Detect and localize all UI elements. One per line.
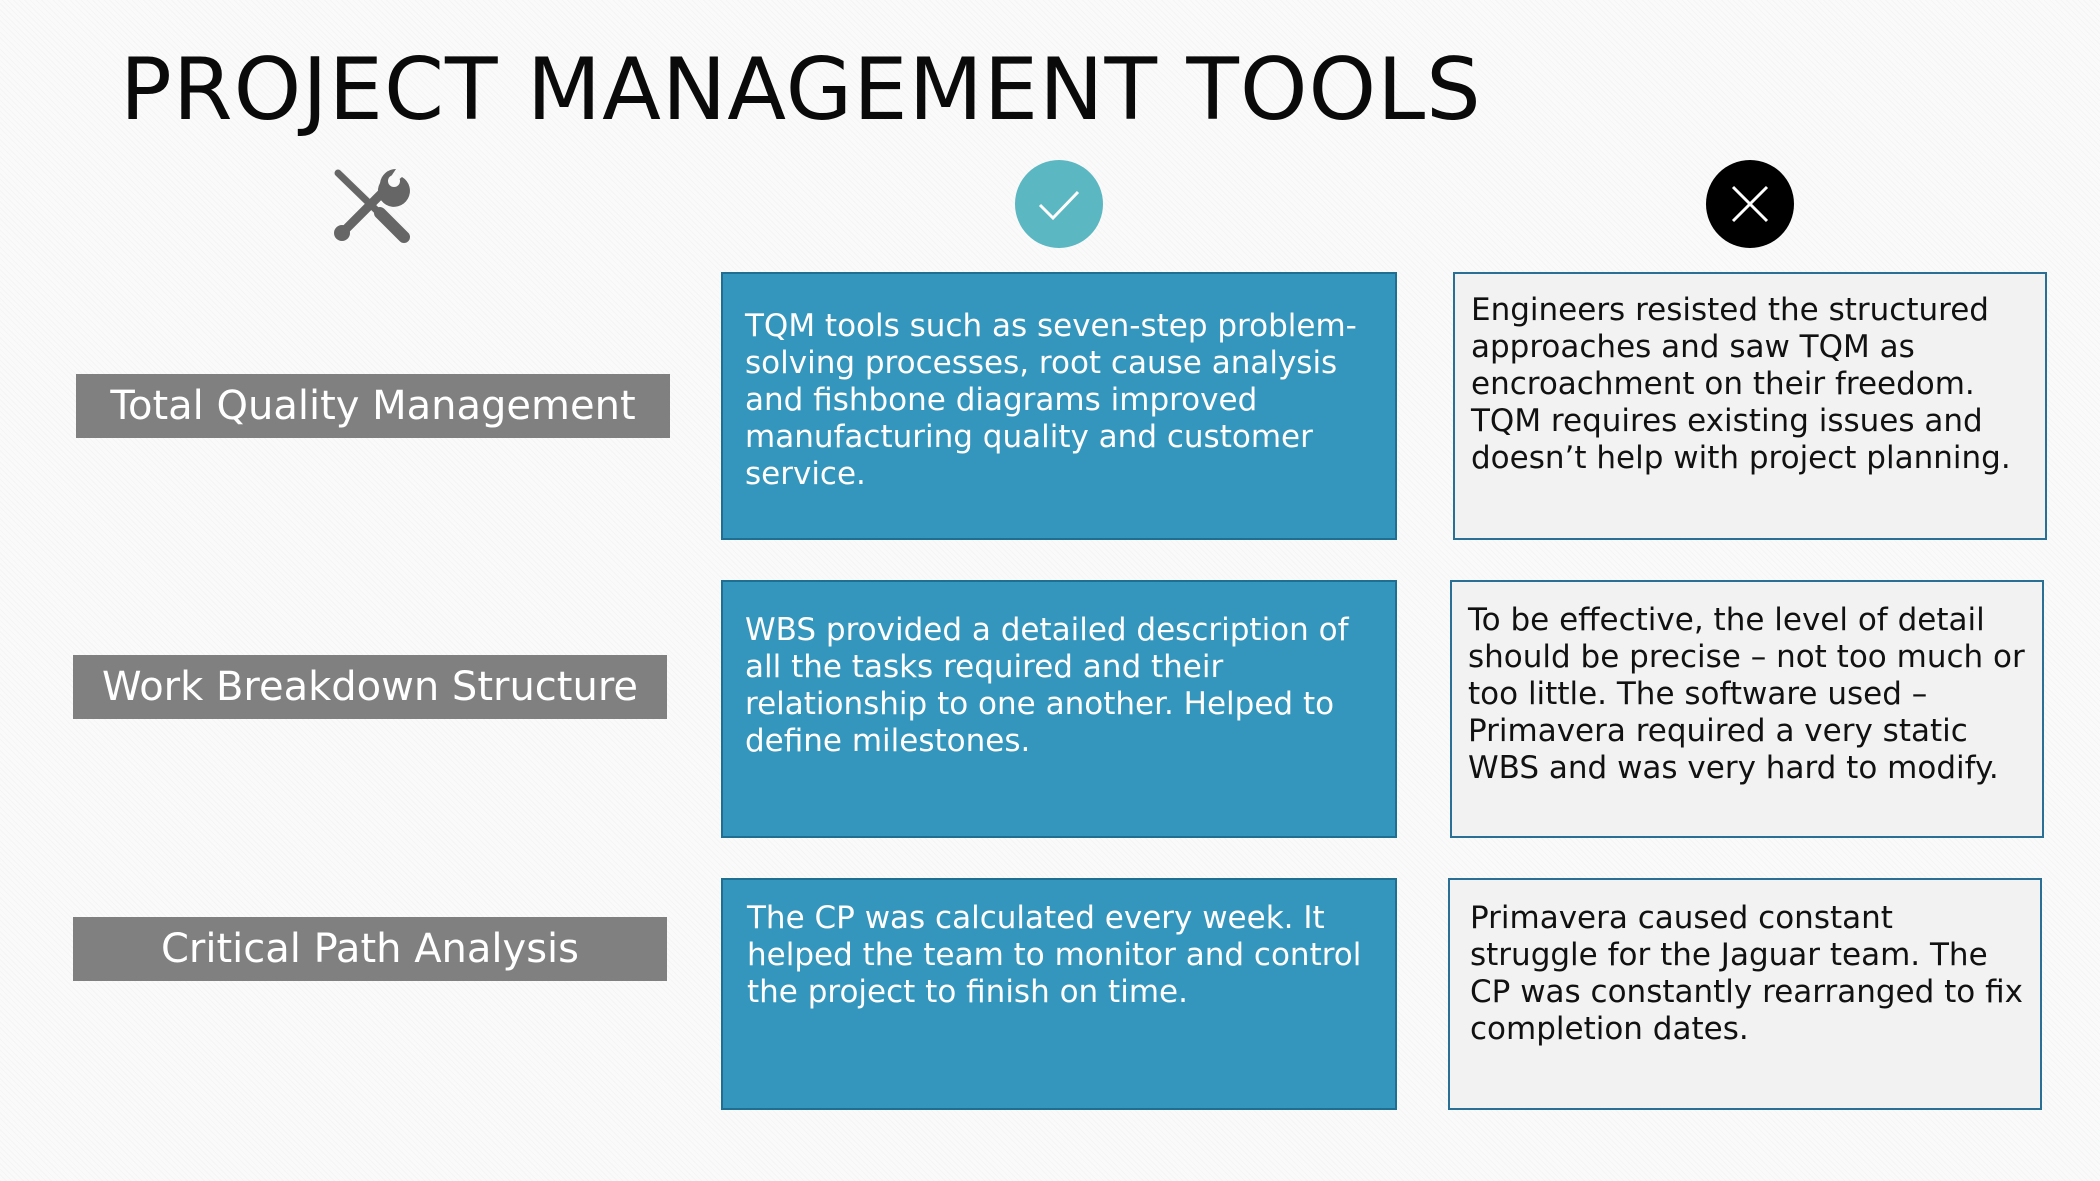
pro-box-tqm: TQM tools such as seven-step problem-sol… (721, 272, 1397, 540)
tools-icon (330, 163, 412, 243)
tool-label-wbs: Work Breakdown Structure (73, 655, 667, 719)
con-box-wbs: To be effective, the level of detail sho… (1450, 580, 2044, 838)
pro-box-cpa: The CP was calculated every week. It hel… (721, 878, 1397, 1110)
close-icon (1706, 160, 1794, 248)
tool-label-tqm: Total Quality Management (76, 374, 670, 438)
con-box-cpa: Primavera caused constant struggle for t… (1448, 878, 2042, 1110)
checkmark-icon (1015, 160, 1103, 248)
con-box-tqm: Engineers resisted the structured approa… (1453, 272, 2047, 540)
tool-label-cpa: Critical Path Analysis (73, 917, 667, 981)
pro-box-wbs: WBS provided a detailed description of a… (721, 580, 1397, 838)
page-title: PROJECT MANAGEMENT TOOLS (120, 40, 1482, 140)
